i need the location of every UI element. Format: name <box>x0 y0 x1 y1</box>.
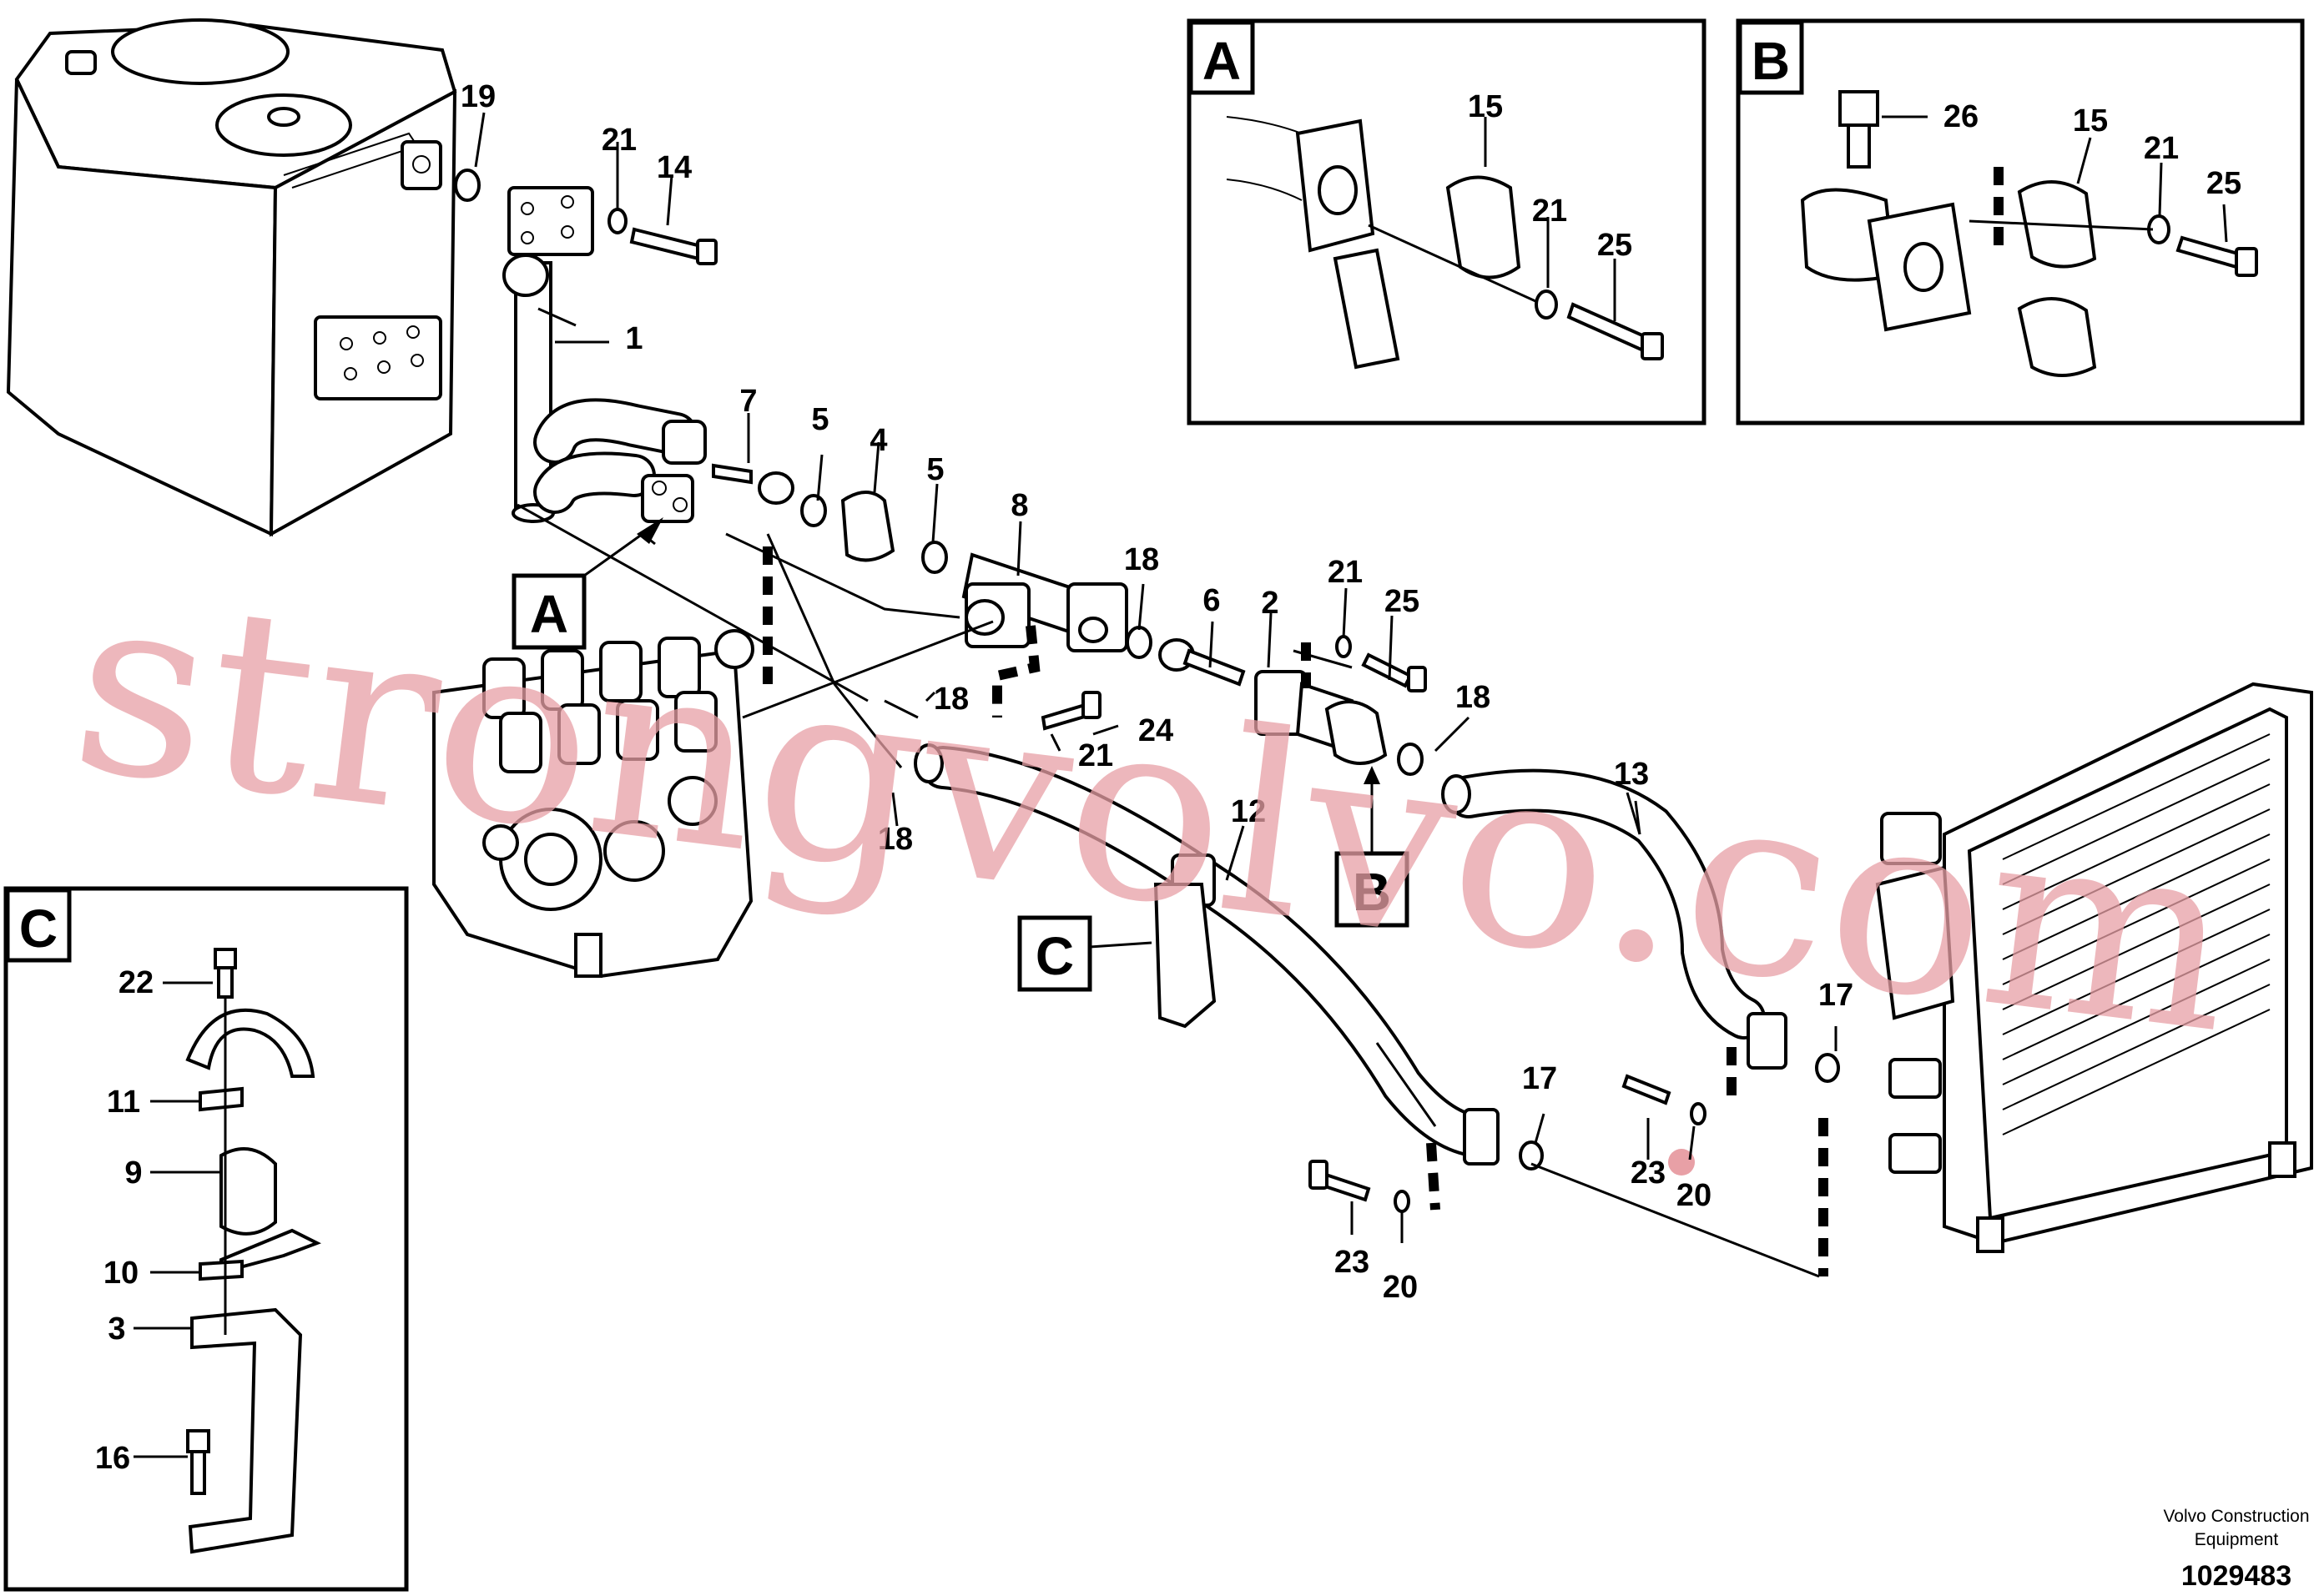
footer-company-line2: Equipment <box>2195 1530 2279 1549</box>
footer-company-line1: Volvo Construction <box>2163 1507 2309 1526</box>
part-label-18: 18 <box>1124 542 1159 577</box>
fittings-chain <box>712 463 1424 776</box>
oil-cooler <box>1875 682 2313 1253</box>
detail-c-letter: C <box>19 899 58 959</box>
callout-a-letter: A <box>530 584 568 644</box>
callout-b: B <box>1334 766 1409 928</box>
part-label-23: 23 <box>1334 1245 1369 1280</box>
part-label-25: 25 <box>1597 228 1632 263</box>
part-label-21: 21 <box>2144 131 2179 166</box>
drawing-number: 1029483 <box>2181 1560 2291 1592</box>
part-label-18: 18 <box>878 822 913 857</box>
part-label-18: 18 <box>934 682 969 717</box>
part-label-8: 8 <box>1011 488 1028 523</box>
detail-b-letter: B <box>1752 31 1790 91</box>
part-label-21: 21 <box>1328 555 1363 590</box>
part-label-3: 3 <box>108 1312 125 1347</box>
part-label-20: 20 <box>1383 1270 1418 1305</box>
part-number-labels: 19 21 14 1 7 5 4 5 8 18 6 2 21 25 18 18 … <box>95 79 2241 1476</box>
footer: Volvo Construction Equipment 1029483 <box>2163 1507 2309 1592</box>
part-label-21: 21 <box>1078 738 1113 773</box>
leader-lines <box>474 112 1838 1278</box>
part-label-21: 21 <box>1532 194 1567 229</box>
part-label-26: 26 <box>1943 99 1979 134</box>
part-label-15: 15 <box>2073 103 2108 138</box>
part-label-14: 14 <box>657 150 692 185</box>
part-label-17: 17 <box>1522 1061 1557 1096</box>
part-label-2: 2 <box>1261 586 1278 621</box>
callout-b-letter: B <box>1353 862 1391 922</box>
part-label-25: 25 <box>2206 166 2241 201</box>
part-label-16: 16 <box>95 1441 130 1476</box>
detail-box-b <box>1736 18 2305 425</box>
callout-a: A <box>512 517 663 650</box>
part-label-9: 9 <box>124 1155 142 1191</box>
part-label-10: 10 <box>103 1256 139 1291</box>
part-label-4: 4 <box>870 423 887 458</box>
bolts-and-washers <box>454 169 1706 1213</box>
part-label-7: 7 <box>739 384 757 419</box>
part-label-5: 5 <box>926 452 944 487</box>
part-label-20: 20 <box>1676 1178 1711 1213</box>
return-hoses <box>533 398 707 523</box>
detail-box-c <box>3 886 409 1592</box>
part-label-12: 12 <box>1231 794 1266 829</box>
part-label-18: 18 <box>1455 680 1490 715</box>
part-label-19: 19 <box>461 79 496 114</box>
hydraulic-tank <box>6 18 457 537</box>
part-label-13: 13 <box>1614 757 1649 792</box>
part-label-24: 24 <box>1138 713 1173 748</box>
part-label-21: 21 <box>602 123 637 158</box>
part-label-6: 6 <box>1202 583 1220 618</box>
control-valve-block <box>432 629 754 979</box>
part-label-22: 22 <box>118 965 154 1000</box>
callout-c-letter: C <box>1036 926 1074 986</box>
part-label-23: 23 <box>1631 1155 1666 1191</box>
detail-box-a <box>1187 18 1706 425</box>
hose-13 <box>1441 768 1840 1083</box>
part-label-5: 5 <box>811 402 829 437</box>
detail-a-letter: A <box>1202 31 1241 91</box>
part-label-25: 25 <box>1384 584 1419 619</box>
part-label-17: 17 <box>1818 978 1853 1013</box>
callout-c: C <box>1017 915 1152 992</box>
part-label-11: 11 <box>107 1085 140 1120</box>
part-label-1: 1 <box>625 321 643 356</box>
part-label-15: 15 <box>1468 89 1503 124</box>
